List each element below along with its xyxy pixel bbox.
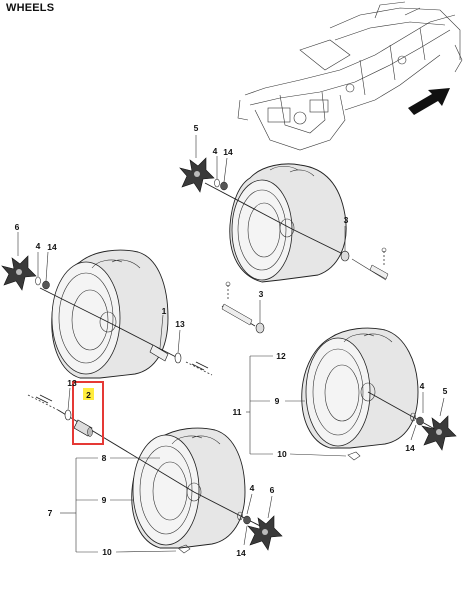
callout-3-upper: 3 <box>344 215 349 225</box>
nut-14-left <box>42 280 50 290</box>
hubcap-6-left <box>1 255 37 291</box>
spacer-1 <box>149 344 169 362</box>
callout-1: 1 <box>162 306 167 316</box>
nut-14-right <box>416 416 424 426</box>
pin-3-mid <box>221 303 253 326</box>
nut-14-bottom <box>243 515 251 525</box>
callout-14-left: 14 <box>47 242 57 252</box>
washer-13-mid <box>174 352 182 364</box>
callout-2-highlighted: 2 <box>86 390 91 400</box>
callout-13-mid: 13 <box>175 319 185 329</box>
callout-9-right: 9 <box>275 396 280 406</box>
callout-5-right: 5 <box>443 386 448 396</box>
nut-14-upper <box>220 181 228 191</box>
washer-13-left <box>64 409 72 421</box>
callout-6-bottom: 6 <box>270 485 275 495</box>
callout-3-mid: 3 <box>259 289 264 299</box>
wheel-lower <box>131 427 246 549</box>
bearing-3-mid <box>255 322 265 334</box>
wheel-right <box>301 327 419 449</box>
bearing-3-upper <box>340 250 350 262</box>
callout-14-top: 14 <box>223 147 233 157</box>
bolt-upper <box>369 264 389 280</box>
wheel-left-middle <box>51 249 169 379</box>
leader-lines <box>17 135 445 553</box>
callout-6-left: 6 <box>15 222 20 232</box>
callout-14-bottom: 14 <box>236 548 246 558</box>
washer-4-left <box>35 276 41 286</box>
spacer-2 <box>73 419 93 437</box>
callout-10-right: 10 <box>277 449 287 459</box>
direction-arrow <box>408 88 450 115</box>
callout-4-bottom: 4 <box>250 483 255 493</box>
page-title: WHEELS <box>6 2 55 14</box>
hubcap-5-upper <box>179 157 215 193</box>
callout-13-left: 13 <box>67 378 77 388</box>
callout-10-bottom: 10 <box>102 547 112 557</box>
washer-4-right <box>410 412 416 422</box>
washer-4-bottom <box>237 511 243 521</box>
callout-4-top: 4 <box>213 146 218 156</box>
callout-11: 11 <box>233 407 242 417</box>
callout-8: 8 <box>102 453 107 463</box>
highlight-box-part-2 <box>72 381 104 445</box>
callout-4-right: 4 <box>420 381 425 391</box>
chassis-frame <box>237 1 463 151</box>
highlight-marker-2 <box>83 388 94 400</box>
callout-7: 7 <box>48 508 53 518</box>
callout-9-left: 9 <box>102 495 107 505</box>
callout-5-top: 5 <box>194 123 199 133</box>
callout-12: 12 <box>276 351 286 361</box>
washer-4-upper <box>214 178 220 188</box>
hubcap-6-bottom <box>247 515 283 551</box>
callout-4-left: 4 <box>36 241 41 251</box>
callout-14-right: 14 <box>405 443 415 453</box>
hubcap-5-right <box>421 415 457 451</box>
wheel-upper <box>229 163 347 283</box>
